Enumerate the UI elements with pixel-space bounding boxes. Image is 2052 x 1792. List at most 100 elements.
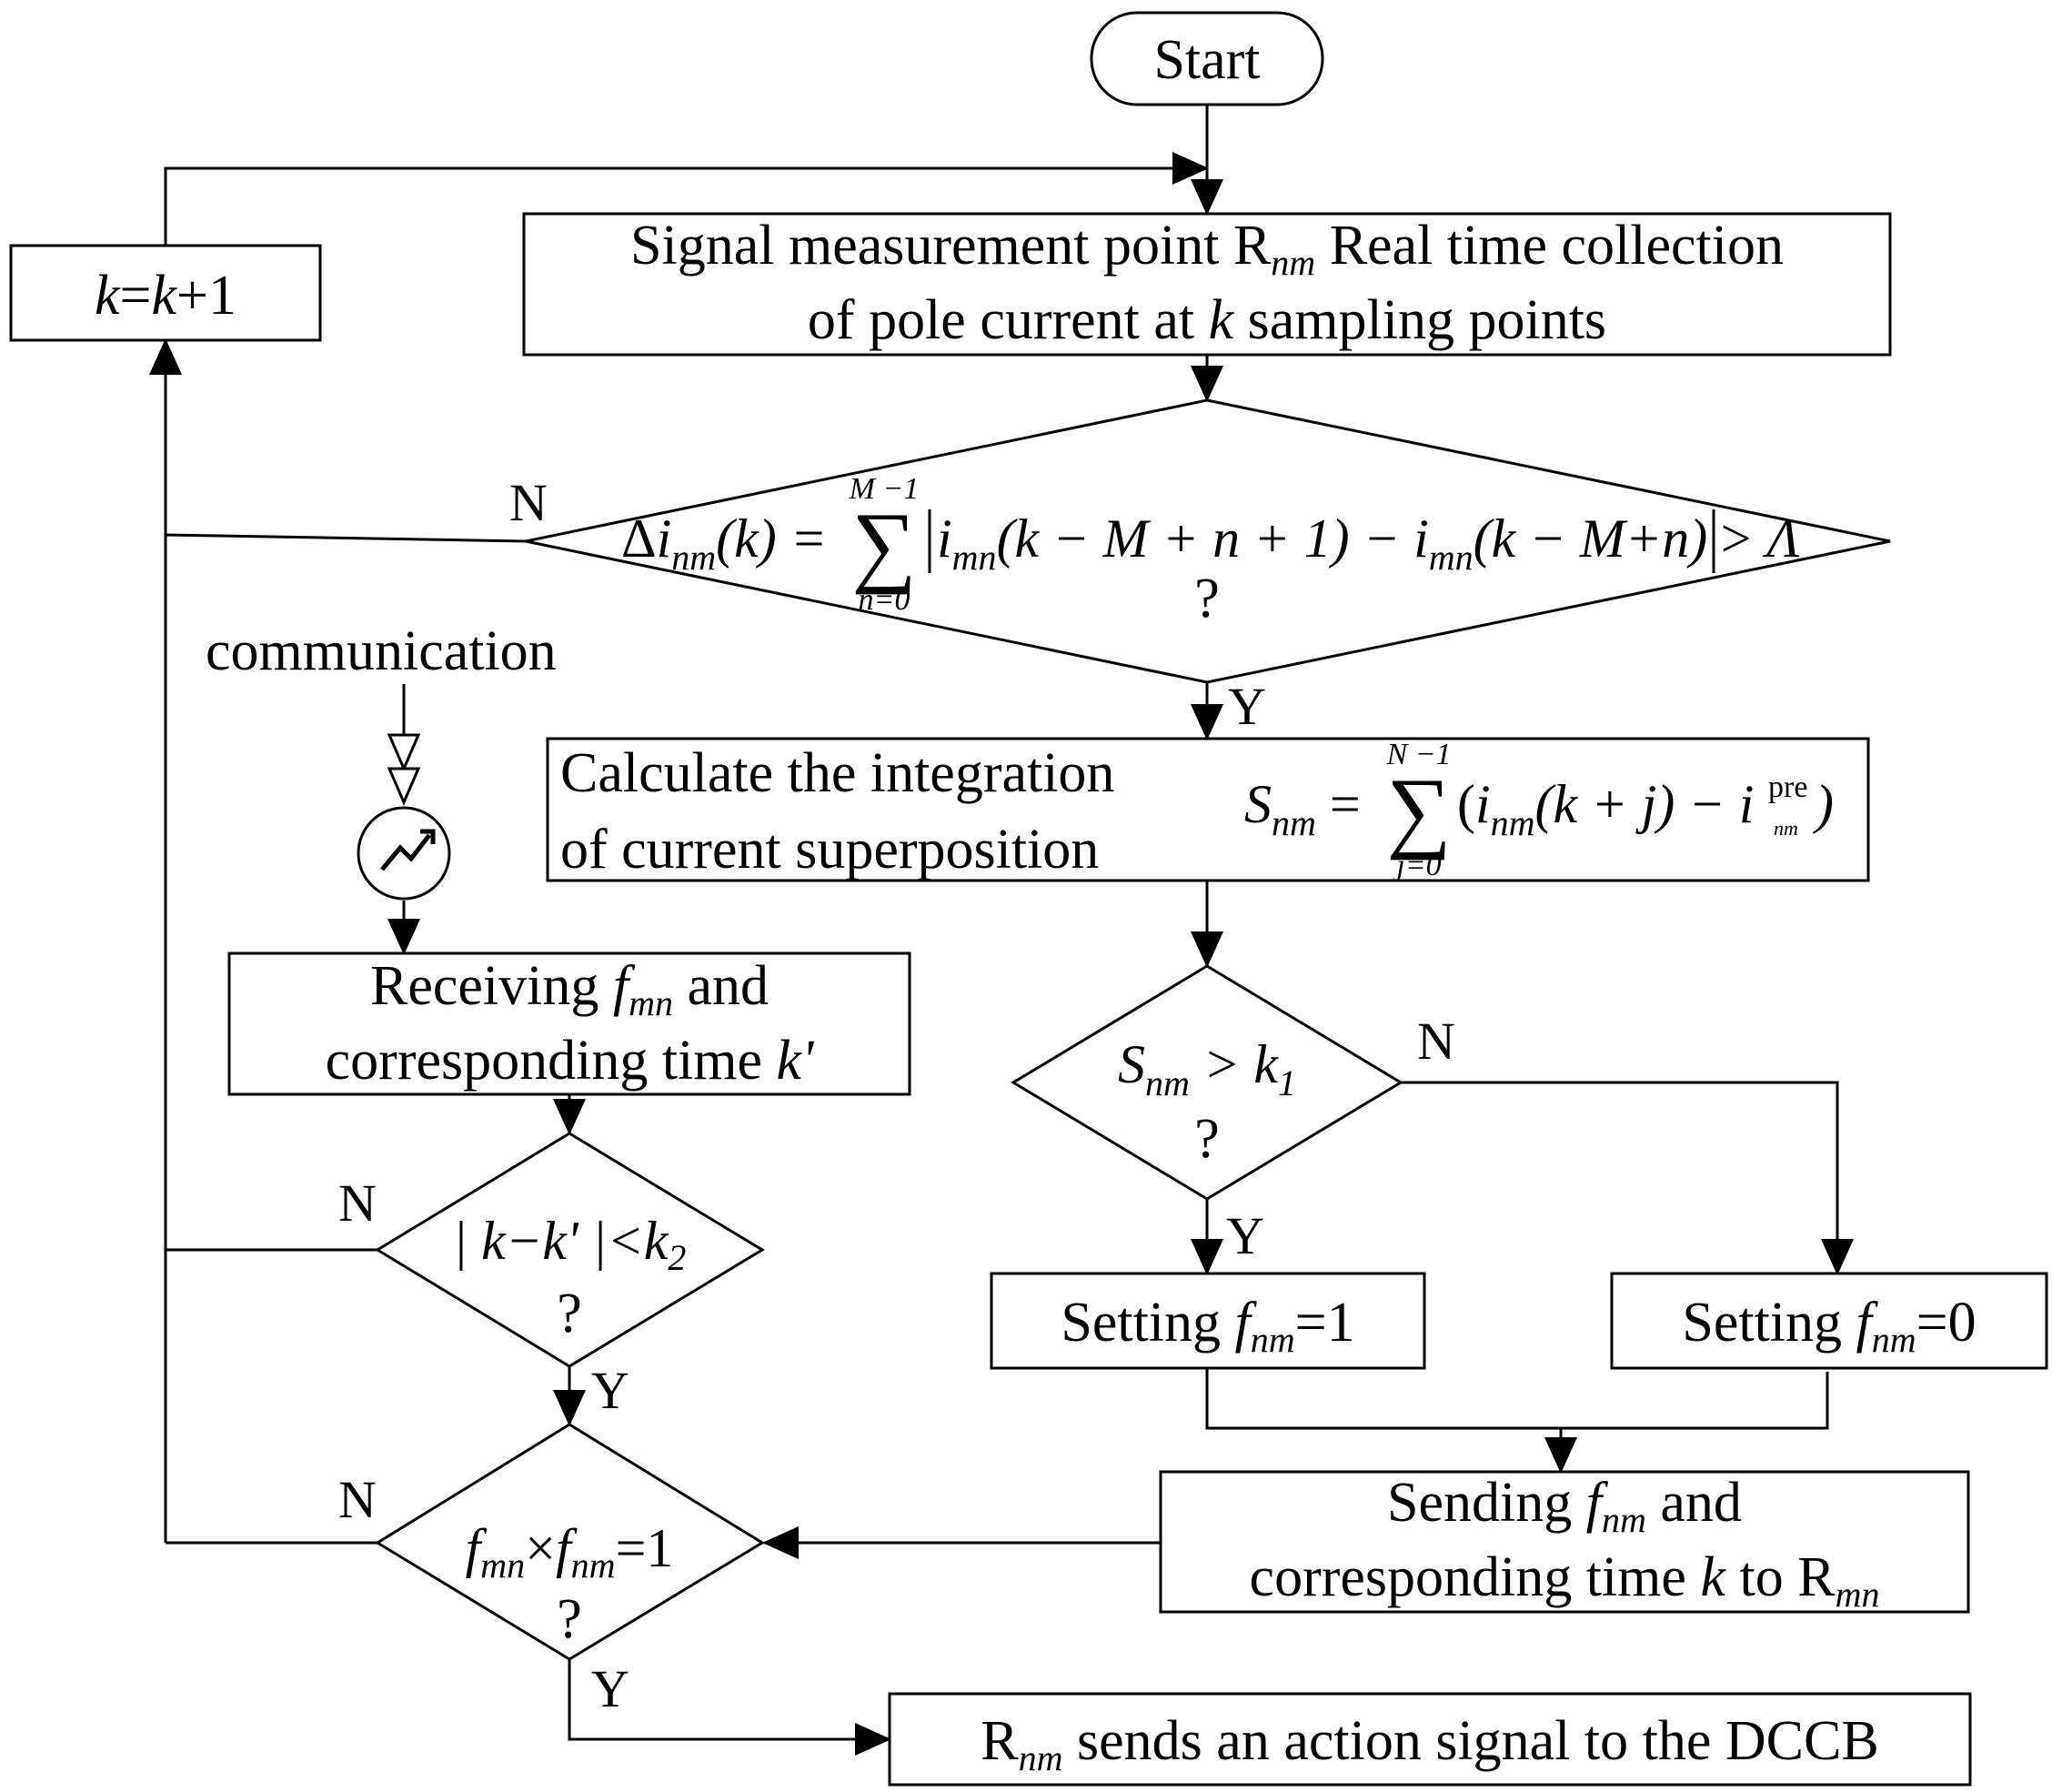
decision1-sum-upper: M −1	[849, 472, 920, 506]
decision4-sub2: nm	[571, 1545, 616, 1586]
decision4: fmn×fnm=1 ? N Y	[338, 1423, 765, 1718]
integration-term-b: (k + j) −	[1535, 774, 1739, 834]
decision1-sub-nm: nm	[671, 537, 716, 578]
receiving-shape	[227, 951, 911, 1096]
start-terminal: Start	[1090, 11, 1324, 106]
start-label: Start	[1153, 29, 1260, 91]
arrow-decision4-to-action	[568, 1659, 891, 1756]
integration-term-sub: nm	[1491, 802, 1535, 843]
integration-box: Calculate the integration of current sup…	[546, 737, 1870, 882]
integration-term-a: (	[1457, 774, 1475, 834]
receiving-box: Receiving fmn and corresponding time k'	[227, 951, 911, 1096]
set0-shape	[1610, 1272, 2048, 1370]
decision1-no-line	[165, 533, 527, 543]
integration-term: (inm(k + j) − i	[1457, 774, 1754, 843]
decision4-shape	[375, 1423, 765, 1661]
decision2-gt: > k	[1190, 1034, 1279, 1094]
set1-label: Setting fnm=1	[1061, 1292, 1354, 1360]
decision2-k-sub: 1	[1278, 1062, 1296, 1103]
action-sub: nm	[1019, 1737, 1063, 1778]
counter-label: k=k+1	[95, 265, 236, 327]
decision2-q: ?	[1194, 1108, 1220, 1170]
integration-sum-upper: N −1	[1385, 738, 1451, 771]
counter-shape	[9, 244, 322, 342]
decision1-body: imn(k − M + n + 1) − imn(k − M+n)	[937, 508, 1707, 578]
measure-shape	[522, 212, 1892, 357]
measure-box: Signal measurement point Rnm Real time c…	[522, 212, 1892, 357]
integration-S-sub: nm	[1272, 802, 1316, 843]
loop-back-line	[164, 152, 1209, 246]
integration-sum-lower: j=0	[1393, 849, 1441, 882]
decision3-no-label: N	[338, 1173, 377, 1233]
sending-line2-k: k	[1700, 1546, 1726, 1608]
decision4-q: ?	[557, 1588, 582, 1650]
receiving-line2-k: k'	[777, 1030, 816, 1092]
decision2-yes-label: Y	[1226, 1206, 1264, 1265]
sending-line2-pre: corresponding time	[1250, 1546, 1701, 1608]
decision1-sub-mn2: mn	[1429, 537, 1474, 578]
decision4-times: ×	[525, 1518, 556, 1578]
measure-line2-pre: of pole current at	[808, 289, 1209, 351]
measure-line2-k: k	[1209, 289, 1235, 351]
receiving-line1-pre: Receiving	[370, 955, 613, 1017]
counter-box: k=k+1	[9, 244, 322, 342]
communication-group: communication	[206, 620, 557, 901]
decision1-body-a: i	[937, 508, 952, 569]
decision1-body-d: (k − M+n)	[1474, 508, 1708, 569]
decision1-gt: > Λ	[1717, 508, 1800, 569]
sending-line2-mid: to R	[1725, 1546, 1836, 1608]
decision1-arg: (k) =	[716, 508, 827, 569]
decision4-expr: fmn×fnm=1	[466, 1518, 674, 1586]
set1-box: Setting fnm=1	[990, 1272, 1426, 1370]
clock-icon-trend	[380, 833, 431, 871]
decision3-yes-label: Y	[591, 1361, 629, 1420]
sending-line1: Sending fnm and	[1387, 1472, 1742, 1540]
decision2-no-label: N	[1417, 1012, 1455, 1071]
measure-line1-pre: Signal measurement point R	[630, 215, 1272, 277]
integration-term-i: i	[1475, 774, 1491, 834]
decision3-minus: −	[506, 1211, 543, 1271]
action-shape	[888, 1692, 1972, 1787]
connectors	[149, 105, 1854, 1756]
clock-icon-arrowhead	[420, 829, 436, 844]
decision3-k: k	[481, 1211, 507, 1271]
set0-sub: nm	[1872, 1319, 1916, 1360]
decision3-q: ?	[557, 1283, 582, 1344]
measure-line2: of pole current at k sampling points	[808, 289, 1606, 351]
sending-line1-sub: nm	[1602, 1499, 1646, 1540]
start-shape	[1090, 11, 1324, 106]
decision4-sub1: mn	[480, 1545, 525, 1586]
action-box: Rnm sends an action signal to the DCCB	[888, 1692, 1972, 1787]
sending-line2: corresponding time k to Rmn	[1250, 1546, 1880, 1615]
arrow-decision2-to-set0	[1401, 1081, 1854, 1275]
decision1-sum-lower: n=0	[859, 583, 910, 617]
set1-shape	[990, 1272, 1426, 1370]
decision2: Snm > k1 ? N Y	[1011, 964, 1455, 1265]
communication-label: communication	[206, 620, 557, 682]
decision4-eq: =1	[616, 1518, 674, 1578]
receiving-line2-pre: corresponding time	[326, 1030, 777, 1092]
decision2-S-sub: nm	[1145, 1062, 1190, 1103]
measure-line1-sub: nm	[1271, 242, 1315, 283]
receiving-line1-sub: mn	[629, 982, 673, 1023]
measure-line2-post: sampling points	[1233, 289, 1606, 351]
integration-eq: =	[1316, 774, 1361, 834]
integration-shape	[546, 737, 1870, 882]
sending-shape	[1159, 1470, 1970, 1614]
counter-k1: k	[95, 265, 121, 327]
decision3-expr-a: |	[453, 1211, 482, 1271]
decision3-expr-b: |<	[578, 1211, 644, 1271]
integration-term-c: )	[1813, 774, 1834, 834]
decision2-expr: Snm > k1	[1118, 1034, 1296, 1103]
decision2-shape	[1011, 964, 1403, 1201]
integration-term-i2: i	[1739, 774, 1755, 834]
decision1-yes-label: Y	[1228, 677, 1266, 736]
comm-arrow-2	[387, 767, 421, 806]
counter-eq: =	[120, 265, 152, 327]
counter-k2: k	[152, 265, 178, 327]
sending-box: Sending fnm and corresponding time k to …	[1159, 1470, 1970, 1615]
decision1-i: i	[657, 508, 672, 569]
integration-S: S	[1244, 774, 1272, 834]
decision1: Δinm(k) = M −1 ∑ n=0 imn(k − M + n + 1) …	[509, 398, 1891, 736]
